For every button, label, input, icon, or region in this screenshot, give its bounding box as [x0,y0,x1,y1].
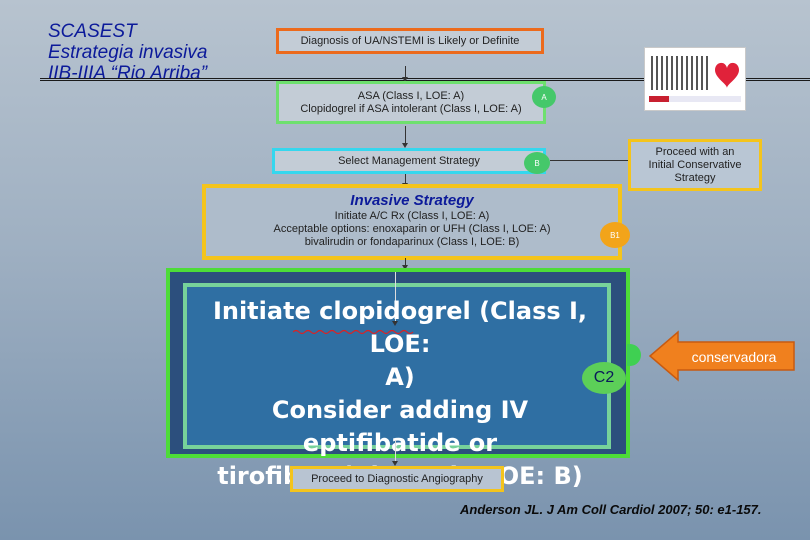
asa-box: ASA (Class I, LOE: A) Clopidogrel if ASA… [276,81,546,124]
highlight-text: Initiate clopidogrel (Class I, LOE: A) C… [195,295,605,493]
asa-line-2: Clopidogrel if ASA intolerant (Class I, … [300,102,522,115]
title-divider [40,78,810,81]
select-strategy-box: Select Management Strategy [272,148,546,174]
invasive-line-2: Acceptable options: enoxaparin or UFH (C… [273,223,551,235]
diagnosis-text: Diagnosis of UA/NSTEMI is Likely or Defi… [300,34,520,47]
arrow-down [402,174,408,188]
green-connector-tab [627,344,641,366]
badge-b: B [524,152,550,174]
badge-b1: B1 [600,222,630,248]
conservative-strategy-box: Proceed with an Initial Conservative Str… [628,139,762,191]
spellcheck-underline [292,322,415,335]
angiography-text: Proceed to Diagnostic Angiography [311,472,483,485]
conservative-line-2: Initial Conservative [648,158,742,171]
invasive-heading: Invasive Strategy [350,192,474,209]
invasive-line-3: bivalirudin or fondaparinux (Class I, LO… [304,236,520,248]
highlight-line-3: Consider adding IV eptifibatide or [271,396,529,457]
angiography-box: Proceed to Diagnostic Angiography [290,466,504,492]
asa-line-1: ASA (Class I, LOE: A) [357,89,465,102]
conservadora-label: conservadora [691,349,777,365]
arrow-down [392,440,398,466]
connector-line [550,160,628,161]
title-line-2: Estrategia invasiva [48,42,208,63]
badge-c2: C2 [582,362,626,394]
badge-a: A [532,86,556,108]
invasive-line-1: Initiate A/C Rx (Class I, LOE: A) [334,210,490,222]
arrow-down [402,126,408,148]
hospital-logo [644,47,746,111]
title-line-1: SCASEST [48,21,137,42]
conservadora-arrow [648,330,795,382]
arrow-down [402,66,408,82]
highlight-line-2: A) [385,363,415,391]
arrow-down [402,258,408,270]
conservative-line-3: Strategy [674,171,716,184]
invasive-strategy-box: Invasive Strategy Initiate A/C Rx (Class… [202,184,622,260]
select-strategy-text: Select Management Strategy [338,154,480,167]
conservative-line-1: Proceed with an [655,145,735,158]
highlight-line-1: Initiate clopidogrel (Class I, LOE: [212,297,588,358]
arrow-down [392,272,398,326]
slide-title: SCASEST Estrategia invasiva IIB-IIIA “Ri… [48,21,248,84]
citation: Anderson JL. J Am Coll Cardiol 2007; 50:… [460,502,762,517]
diagnosis-box: Diagnosis of UA/NSTEMI is Likely or Defi… [276,28,544,54]
